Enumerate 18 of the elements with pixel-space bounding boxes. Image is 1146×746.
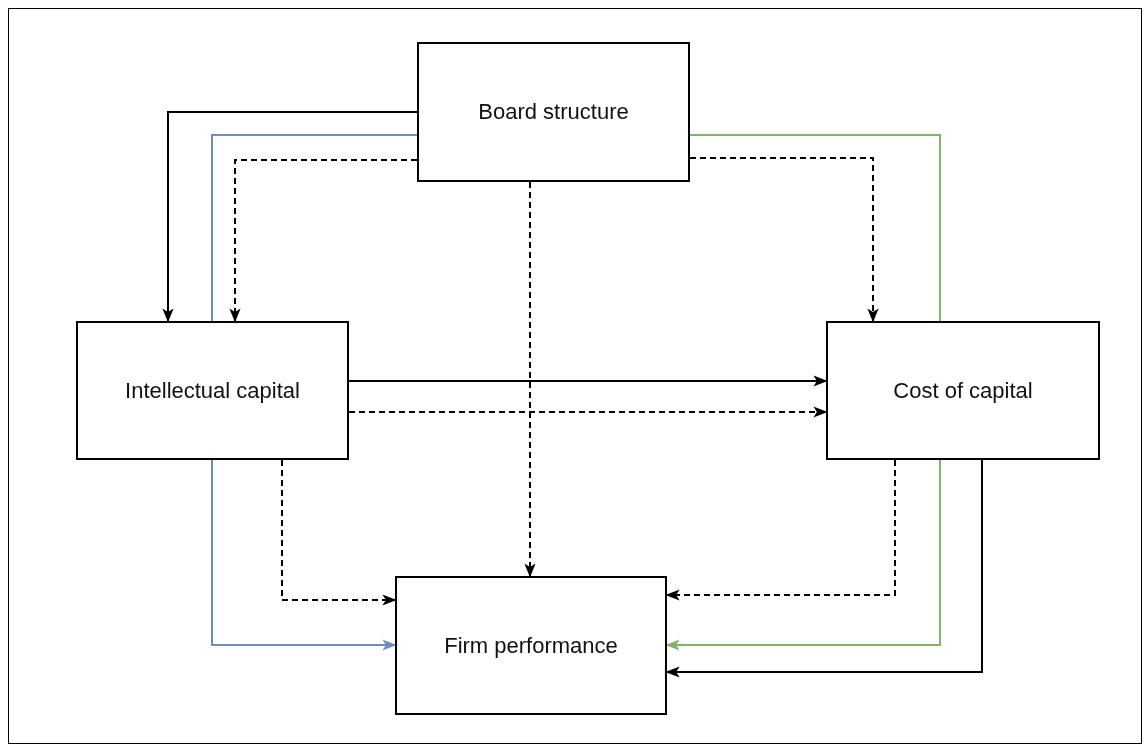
box-label: Intellectual capital bbox=[125, 377, 300, 404]
connector-line bbox=[689, 134, 941, 322]
arrow bbox=[211, 459, 397, 651]
arrow bbox=[689, 157, 879, 323]
process-box bbox=[395, 576, 667, 715]
arrow bbox=[348, 375, 828, 387]
process-box bbox=[76, 321, 349, 460]
connector-line bbox=[211, 134, 418, 322]
arrow bbox=[348, 406, 828, 418]
box-label: Cost of capital bbox=[893, 377, 1033, 404]
arrow bbox=[229, 159, 418, 323]
arrow bbox=[162, 111, 418, 323]
box-label: Firm performance bbox=[444, 632, 618, 659]
process-box bbox=[417, 42, 690, 182]
arrow bbox=[281, 459, 397, 606]
process-box bbox=[826, 321, 1100, 460]
arrow bbox=[524, 181, 536, 578]
box-label: Board structure bbox=[478, 99, 629, 125]
